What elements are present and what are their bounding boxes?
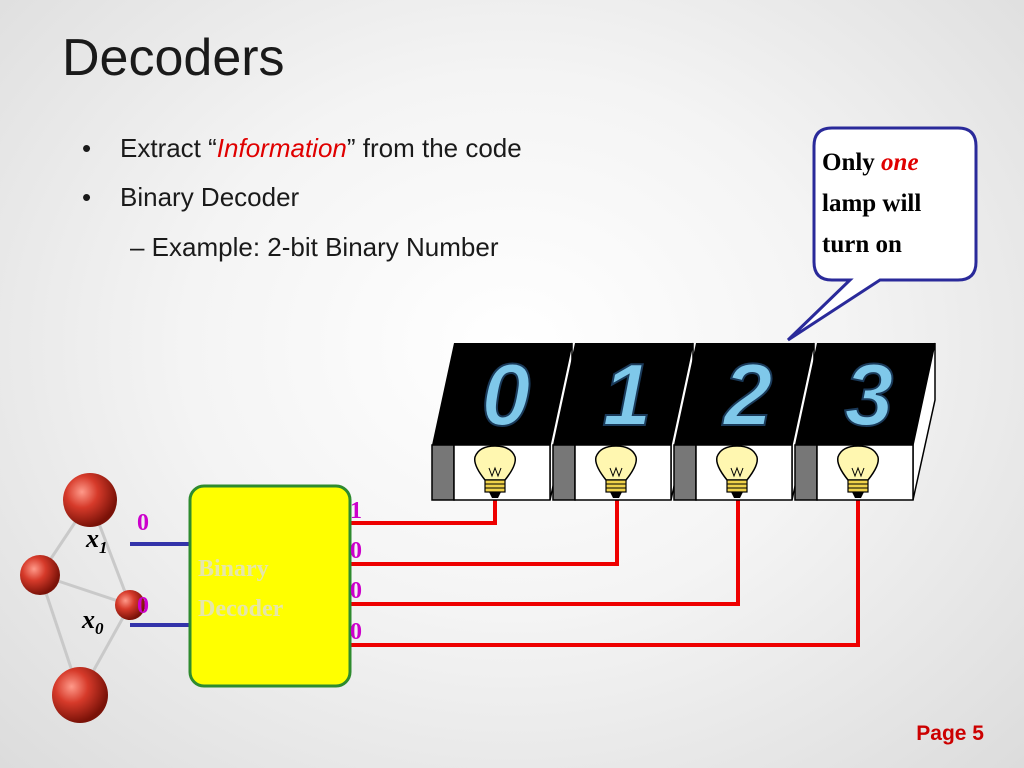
light-bulb-icon: [715, 445, 759, 498]
input-value-x1: 0: [137, 510, 149, 536]
molecule-ball: [52, 667, 108, 723]
output-value-2: 0: [350, 578, 362, 604]
callout-line-1: Only one: [822, 142, 972, 183]
output-wire-2: [350, 498, 740, 606]
output-wire-3: [350, 498, 860, 647]
input-value-x0: 0: [137, 593, 149, 619]
callout-text: Only one lamp will turn on: [822, 142, 972, 265]
digit-panel: [795, 343, 935, 445]
bullet-dot: •: [82, 182, 92, 212]
output-value-0: 1: [350, 498, 362, 524]
binary-decoder-box: [188, 484, 352, 688]
lamp-side-face: [673, 444, 697, 501]
lamp-digit-0: 0: [482, 345, 531, 444]
sub-bullet-example: – Example: 2-bit Binary Number: [130, 232, 499, 262]
digit-panel: [432, 343, 572, 445]
decoder-label-line-2: Decoder: [198, 596, 284, 622]
lamp-unit-3: 3: [794, 342, 936, 501]
slide-title: Decoders: [62, 29, 285, 87]
callout-line-1-pre: Only: [822, 149, 882, 176]
light-bulb-icon: [594, 445, 638, 498]
digit-panel: [674, 343, 814, 445]
decoder-label-line-1: Binary: [198, 556, 269, 582]
output-wire-0: [350, 498, 497, 525]
page-number: Page 5: [916, 722, 984, 745]
molecule-ball: [63, 473, 117, 527]
bullet-extract-pre: Extract “: [120, 133, 217, 163]
light-bulb-icon: [836, 445, 880, 498]
lamp-digit-2: 2: [722, 345, 773, 444]
lamp-unit-0: 0: [431, 342, 573, 501]
lamp-digit-3: 3: [845, 345, 894, 444]
callout-line-3: turn on: [822, 231, 902, 258]
lamp-side-face: [431, 444, 455, 501]
lamp-side-face: [552, 444, 576, 501]
input-label-x1: x1: [85, 524, 108, 557]
bullet-dot: •: [82, 133, 92, 163]
output-value-1: 0: [350, 538, 362, 564]
callout-line-2: lamp will: [822, 190, 922, 217]
output-wire-1: [350, 498, 619, 566]
input-label-x0: x0: [81, 605, 104, 638]
bullet-extract-emphasis: Information: [216, 133, 347, 163]
bullet-binary-decoder-text: Binary Decoder: [120, 182, 300, 212]
bullet-binary-decoder: • Binary Decoder: [82, 182, 299, 213]
molecule-ball: [115, 590, 145, 620]
lamp-unit-2: 2: [673, 342, 815, 501]
bullet-extract-post: ” from the code: [346, 133, 522, 163]
light-bulb-icon: [473, 445, 517, 498]
lamp-unit-1: 1: [552, 342, 694, 501]
lamp-side-face: [794, 444, 818, 501]
digit-panel: [553, 343, 693, 445]
molecule-decoration: [20, 473, 145, 723]
callout-emphasis: one: [881, 149, 919, 176]
molecule-ball: [20, 555, 60, 595]
output-value-3: 0: [350, 619, 362, 645]
bullet-extract: • Extract “Information” from the code: [82, 133, 522, 164]
lamp-digit-1: 1: [603, 345, 652, 444]
